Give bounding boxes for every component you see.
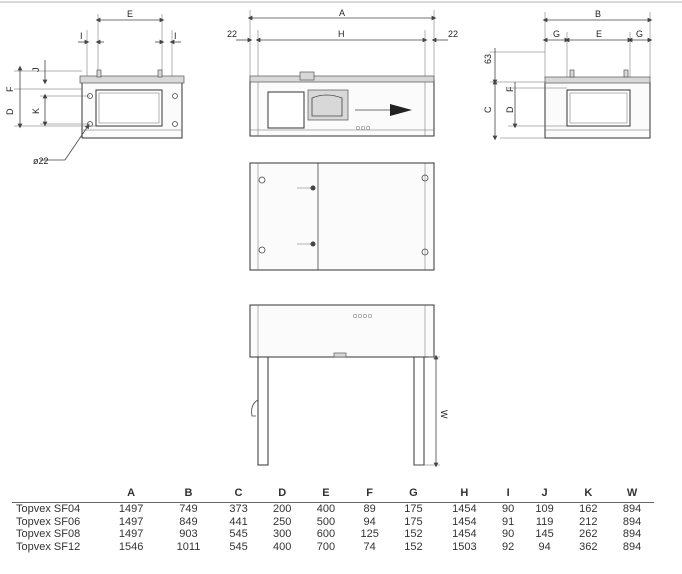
side-view: A H 22 22 (227, 8, 458, 137)
column-header: D (260, 486, 305, 503)
table-cell: 91 (502, 515, 515, 528)
table-cell: 250 (273, 515, 292, 528)
dim-label-d-left: D (5, 108, 15, 115)
table-cell: 200 (273, 503, 292, 515)
dim-label-22-left: 22 (227, 29, 237, 39)
table-cell: 175 (404, 515, 423, 528)
model-name-cell: Topvex SF08 (16, 528, 81, 540)
table-cell: 1011 (176, 540, 201, 553)
end-view-right: B G E G 63 C F D (483, 9, 653, 141)
table-cell: 1497 (118, 528, 144, 540)
table-cell: 903 (179, 528, 198, 540)
table-cell: 109 (535, 503, 554, 515)
table-cell: 545 (229, 528, 248, 540)
table-cell: 175 (404, 503, 423, 515)
table-cell: 152 (404, 540, 423, 553)
table-cell: 849 (179, 515, 198, 528)
dim-label-i-left: I (80, 31, 83, 41)
column-header: B (160, 486, 217, 503)
table-cell: 92 (502, 540, 515, 553)
dim-label-c: C (483, 106, 493, 113)
table-cell: 1497 (118, 503, 144, 515)
table-cell: 362 (579, 540, 598, 553)
column-header: H (435, 486, 494, 503)
table-cell: 894 (622, 515, 642, 528)
column-header: E (304, 486, 348, 503)
table-cell: 1497 (118, 515, 144, 528)
header-model (12, 486, 102, 503)
table-cell: 1454 (452, 503, 477, 515)
table-cell: 1454 (452, 515, 477, 528)
table-cell: 152 (404, 528, 423, 540)
table-cell: 749 (179, 503, 198, 515)
table-cell: 894 (622, 503, 642, 515)
dim-label-f-left: F (5, 86, 15, 92)
dim-label-f-right: F (505, 86, 515, 92)
table-cell: 89 (363, 503, 376, 515)
technical-drawing: E I I F D J K (0, 1, 682, 468)
table-cell: 894 (622, 528, 642, 540)
dim-label-b: B (595, 9, 601, 19)
hole-diameter-label: ø22 (33, 156, 49, 166)
table-cell: 441 (229, 515, 248, 528)
table-cell: 74 (363, 540, 376, 553)
table-cell: 145 (535, 528, 554, 540)
table-cell: 212 (579, 515, 598, 528)
table-cell: 1503 (452, 540, 477, 553)
dim-label-d-right: D (505, 106, 515, 113)
table-cell: 600 (316, 528, 336, 540)
table-cell: 125 (360, 528, 379, 540)
dim-label-i-right: I (174, 31, 177, 41)
column-header: K (566, 486, 611, 503)
table-cell: 1454 (452, 528, 477, 540)
model-name-cell: Topvex SF12 (16, 540, 81, 553)
column-header: C (216, 486, 261, 503)
dim-label-22-right: 22 (448, 29, 458, 39)
table-row: Topvex SF06 1497 849 441 250 500 94 175 1454 91 11… (12, 516, 654, 529)
end-view-left: E I I F D J K (5, 9, 185, 166)
table-cell: 90 (502, 528, 515, 540)
dimension-table: A B C D E F G H I J K W Topvex SF04 1497 7… (12, 486, 654, 553)
dim-label-h: H (338, 29, 345, 39)
table-cell: 400 (273, 540, 292, 553)
table-cell: 162 (579, 503, 598, 515)
table-row: Topvex SF04 1497 749 373 200 400 89 175 1454 90 10… (12, 503, 654, 516)
column-header: W (610, 486, 654, 503)
table-cell: 400 (316, 503, 336, 515)
dim-label-k: K (31, 108, 41, 114)
dim-label-g-left: G (553, 29, 560, 39)
table-cell: 545 (229, 540, 248, 553)
table-cell: 700 (316, 540, 336, 553)
table-cell: 90 (502, 503, 515, 515)
table-cell: 94 (538, 540, 551, 553)
table-cell: 500 (316, 515, 336, 528)
table-row: Topvex SF08 1497 903 545 300 600 125 152 1454 90 1… (12, 528, 654, 541)
dim-label-g-right: G (636, 29, 643, 39)
dim-label-63: 63 (483, 54, 493, 64)
table-cell: 894 (622, 540, 642, 553)
dim-label-a: A (339, 8, 345, 18)
table-cell: 373 (229, 503, 248, 515)
dim-label-e-right: E (596, 29, 602, 39)
table-row: Topvex SF12 1546 1011 545 400 700 74 152 1503 92 9… (12, 541, 654, 554)
dim-label-j: J (31, 68, 41, 73)
table-cell: 262 (579, 528, 598, 540)
table-cell: 94 (363, 515, 376, 528)
column-header: A (102, 486, 161, 503)
column-header: I (493, 486, 523, 503)
dim-label-e: E (127, 9, 133, 19)
model-name-cell: Topvex SF06 (16, 515, 81, 528)
model-name-cell: Topvex SF04 (16, 503, 81, 515)
table-header-row: A B C D E F G H I J K W (12, 486, 654, 503)
table-cell: 1546 (118, 540, 144, 553)
table-cell: 119 (535, 515, 554, 528)
table-cell: 300 (273, 528, 292, 540)
stand-view: W (249, 304, 449, 468)
column-header: G (391, 486, 436, 503)
column-header: J (522, 486, 567, 503)
top-view (249, 162, 435, 271)
column-header: F (347, 486, 392, 503)
dim-label-w: W (439, 410, 449, 419)
